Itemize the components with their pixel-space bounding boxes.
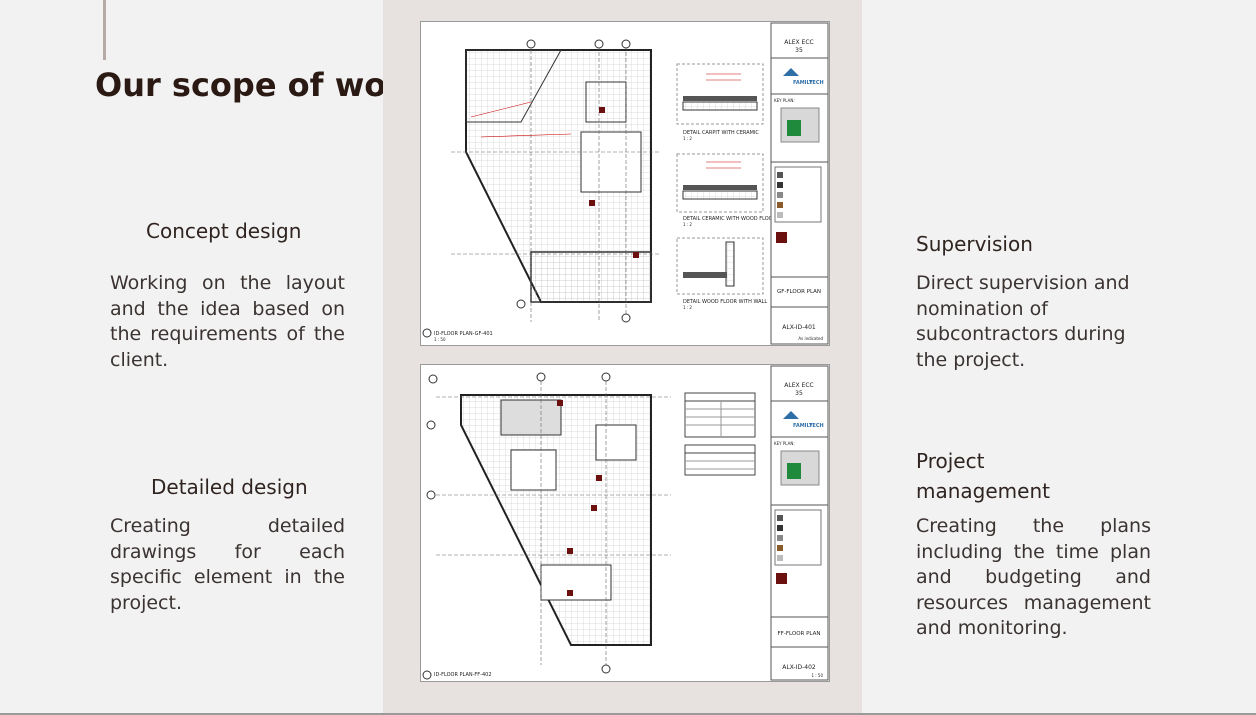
plan-label-ff: ID-FLOOR PLAN-FF-402 xyxy=(434,672,492,678)
title-block: ALEX ECC 35 FAMILY TECH KEY PLAN: GF-FLO… xyxy=(770,22,829,345)
key-plan-label-ff: KEY PLAN: xyxy=(774,441,795,446)
detailed-design-heading: Detailed design xyxy=(151,475,308,499)
logo-text-2: TECH xyxy=(809,80,824,86)
detail-2-scale: 1 : 2 xyxy=(683,222,692,227)
project-management-heading: Project management xyxy=(916,446,1050,506)
page-title: Our scope of work xyxy=(95,66,424,104)
project-management-heading-line2: management xyxy=(916,479,1050,503)
project-number: 35 xyxy=(795,47,803,54)
sheet-number: ALX-ID-401 xyxy=(782,324,816,331)
concept-design-text: Working on the layout and the idea based… xyxy=(110,272,345,371)
schedule-tables xyxy=(684,392,756,476)
logo-text-2-ff: TECH xyxy=(809,423,824,429)
house-logo-icon xyxy=(783,68,799,76)
title-block-ff: ALEX ECC 35 FAMILY TECH KEY PLAN: FF-FLO… xyxy=(770,365,829,681)
plan-label: ID-FLOOR PLAN-GF-401 xyxy=(434,331,493,337)
house-logo-icon xyxy=(783,411,799,419)
ff-floor-plan-drawing: ID-FLOOR PLAN-FF-402 ALEX ECC 35 FAMILY xyxy=(420,364,830,682)
floor-plan-graphic-ff: ID-FLOOR PLAN-FF-402 xyxy=(422,372,671,680)
sheet-number-ff: ALX-ID-402 xyxy=(782,664,816,671)
logo-text-1: FAMILY xyxy=(793,80,813,86)
sheet-scale: As indicated xyxy=(798,336,823,341)
floor-plan-graphic: ID-FLOOR PLAN-GF-401 1 : 50 xyxy=(422,39,661,342)
sheet-title: GF-FLOOR PLAN xyxy=(777,289,821,295)
section-details: DETAIL CARPIT WITH CERAMIC 1 : 2 DETAIL … xyxy=(676,63,777,310)
detail-3-scale: 1 : 2 xyxy=(683,305,692,310)
sheet-title-ff: FF-FLOOR PLAN xyxy=(778,631,821,637)
detail-1-scale: 1 : 2 xyxy=(683,136,692,141)
detail-3-label: DETAIL WOOD FLOOR WITH WALL xyxy=(683,299,767,305)
sheet-scale-ff: 1 : 50 xyxy=(811,673,823,678)
gf-floor-plan-drawing: ID-FLOOR PLAN-GF-401 1 : 50 DETAIL CARPI… xyxy=(420,21,830,346)
supervision-heading: Supervision xyxy=(916,232,1033,256)
plan-scale: 1 : 50 xyxy=(434,337,446,342)
project-name: ALEX ECC xyxy=(784,39,813,46)
project-management-heading-line1: Project xyxy=(916,449,985,473)
logo-text-1-ff: FAMILY xyxy=(793,423,813,429)
detailed-design-text: Creating detailed drawings for each spec… xyxy=(110,515,345,614)
project-name-ff: ALEX ECC xyxy=(784,382,813,389)
project-number-ff: 35 xyxy=(795,390,803,397)
project-management-text: Creating the plans including the time pl… xyxy=(916,515,1151,639)
key-plan-label: KEY PLAN: xyxy=(774,98,795,103)
supervision-text: Direct supervision and nomination of sub… xyxy=(916,272,1130,371)
accent-line xyxy=(103,0,106,60)
concept-design-heading: Concept design xyxy=(146,219,302,243)
detail-1-label: DETAIL CARPIT WITH CERAMIC xyxy=(683,130,759,136)
detail-2-label: DETAIL CERAMIC WITH WOOD FLOOR xyxy=(683,216,777,222)
bottom-rule xyxy=(0,713,1256,715)
